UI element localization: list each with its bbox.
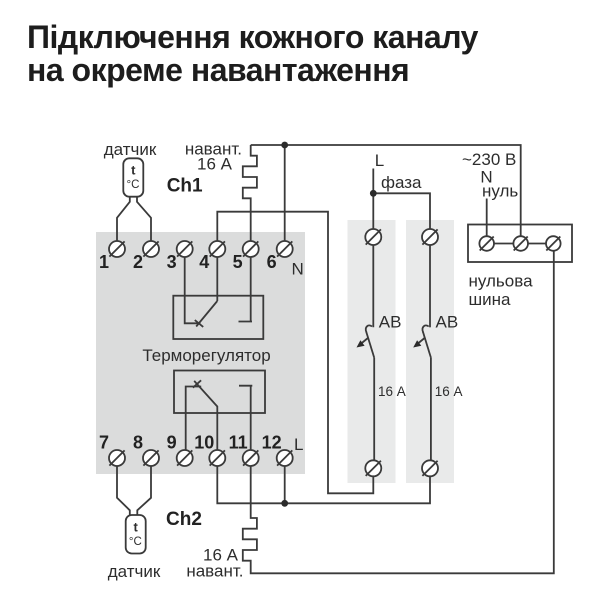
breaker-right-terminal-bottom: [421, 459, 439, 478]
relay-ch2-box: [173, 369, 266, 414]
terminal-3-number: 3: [167, 252, 177, 272]
breaker-left-label: АВ: [379, 313, 402, 332]
breaker-right-blade: [422, 331, 432, 358]
terminal-1-number: 1: [99, 252, 109, 272]
neutral-label: нуль: [482, 182, 518, 201]
terminal-12-number: 12: [262, 433, 282, 453]
breaker-right-symbol: [413, 245, 432, 461]
page-title-line2: на окреме навантаження: [27, 52, 410, 88]
breaker-left-hook: [364, 324, 373, 333]
sensor-top-symbol: t °С: [122, 157, 145, 198]
sensor-bottom-t: t: [134, 520, 139, 535]
sensor-bottom-capsule: [124, 514, 147, 555]
terminal-n-mark: N: [292, 260, 304, 279]
terminal-l-mark: L: [294, 435, 303, 454]
wire-breaker-right-to-terminal10: [216, 466, 431, 505]
terminal-4: [208, 240, 227, 258]
terminal-8-number: 8: [133, 433, 143, 453]
terminal-7: [108, 449, 126, 467]
breaker-left-symbol: [356, 245, 376, 461]
voltage-label: ~230 В: [462, 150, 516, 169]
relay-ch2-common-blade: [193, 380, 219, 450]
breaker-left-blade: [365, 331, 376, 358]
bus-label-line1: нульова: [469, 272, 534, 291]
load2-heater-symbol: [241, 250, 555, 575]
bus-terminal-2: [512, 235, 529, 252]
wire-terminal4-to-breaker-left: [216, 210, 375, 495]
relay-ch1-contact-tick: [194, 319, 204, 328]
channel1-label: Ch1: [167, 176, 203, 197]
neutral-mark: N: [480, 168, 492, 187]
terminal-9-number: 9: [167, 433, 177, 453]
relay-ch1-contact-right: [238, 257, 252, 323]
terminal-7-number: 7: [99, 433, 109, 453]
page-title-line1: Підключення кожного каналу: [27, 19, 478, 55]
wire-sensor2-right: [136, 466, 152, 516]
terminal-9: [175, 449, 194, 467]
relay-ch2-contact-tick: [192, 379, 202, 389]
breaker-left-terminal-top: [364, 228, 383, 246]
terminal-8: [142, 449, 160, 467]
relay-ch1-box: [172, 294, 265, 340]
terminal-5-number: 5: [233, 252, 243, 272]
terminal-6: [275, 240, 294, 258]
load1-heater-symbol: [241, 145, 258, 242]
breaker-right-trip-arrow: [413, 340, 422, 348]
terminal-3: [175, 240, 194, 258]
wires: [116, 141, 555, 575]
bus-terminal-3: [545, 235, 562, 252]
wire-phase-branch: [373, 192, 431, 229]
breaker-right-label: АВ: [436, 313, 459, 332]
sensor-top-c: °С: [127, 179, 140, 191]
terminal-10-number: 10: [194, 433, 214, 453]
bus-terminal-1: [478, 235, 495, 252]
sensor-top-t: t: [131, 163, 136, 178]
wire-neutral-top: [250, 144, 522, 237]
sensor-bottom-c: °С: [129, 536, 142, 548]
load-bottom-rating: 16 А: [203, 546, 239, 565]
thermostat-label: Терморегулятор: [142, 346, 270, 365]
load-bottom-label: навант.: [186, 562, 243, 581]
sensor-top-capsule: [122, 157, 145, 198]
relay-ch1-contact-left: [183, 257, 201, 325]
junction-dot-phase: [369, 189, 377, 197]
terminal-4-number: 4: [199, 252, 209, 272]
phase-label: фаза: [381, 173, 422, 192]
channel2-label: Ch2: [166, 509, 202, 530]
relay-ch1-blade: [195, 300, 218, 328]
load-top-rating: 16 А: [197, 155, 233, 174]
relay-ch1: [172, 257, 265, 340]
terminal-11-number: 11: [229, 433, 248, 453]
terminal-5: [241, 240, 260, 258]
junction-dot-neutral: [281, 141, 289, 149]
sensor-bottom-label: датчик: [108, 562, 161, 581]
wire-sensor2-left: [116, 466, 131, 516]
relay-ch2: [173, 369, 266, 450]
breaker-right-hook: [421, 324, 430, 333]
sensor-top-label: датчик: [104, 140, 157, 159]
breaker-left-rating: 16 А: [378, 384, 406, 399]
terminal-2: [142, 240, 160, 258]
relay-ch2-contact-left: [184, 385, 202, 450]
load-top-label: навант.: [185, 140, 242, 159]
thermostat-body: [96, 232, 305, 474]
page-title: Підключення кожного каналу на окреме нав…: [27, 21, 587, 87]
terminal-2-number: 2: [133, 252, 143, 272]
phase-mark: L: [375, 151, 384, 170]
sensor-bottom-symbol: t °С: [124, 514, 147, 555]
wire-sensor1-left: [116, 196, 131, 242]
terminal-1: [108, 240, 126, 258]
breaker-right-rating: 16 А: [435, 384, 463, 399]
breaker-left-trip-arrow: [356, 340, 365, 348]
relay-ch2-contact-right: [239, 384, 253, 450]
terminal-6-number: 6: [267, 252, 277, 272]
bus-label-line2: шина: [469, 290, 512, 309]
wire-sensor1-right: [136, 196, 152, 242]
junction-dot-phase2: [281, 499, 289, 507]
breaker-left-terminal-bottom: [364, 459, 383, 478]
breaker-right-terminal-top: [421, 228, 439, 246]
